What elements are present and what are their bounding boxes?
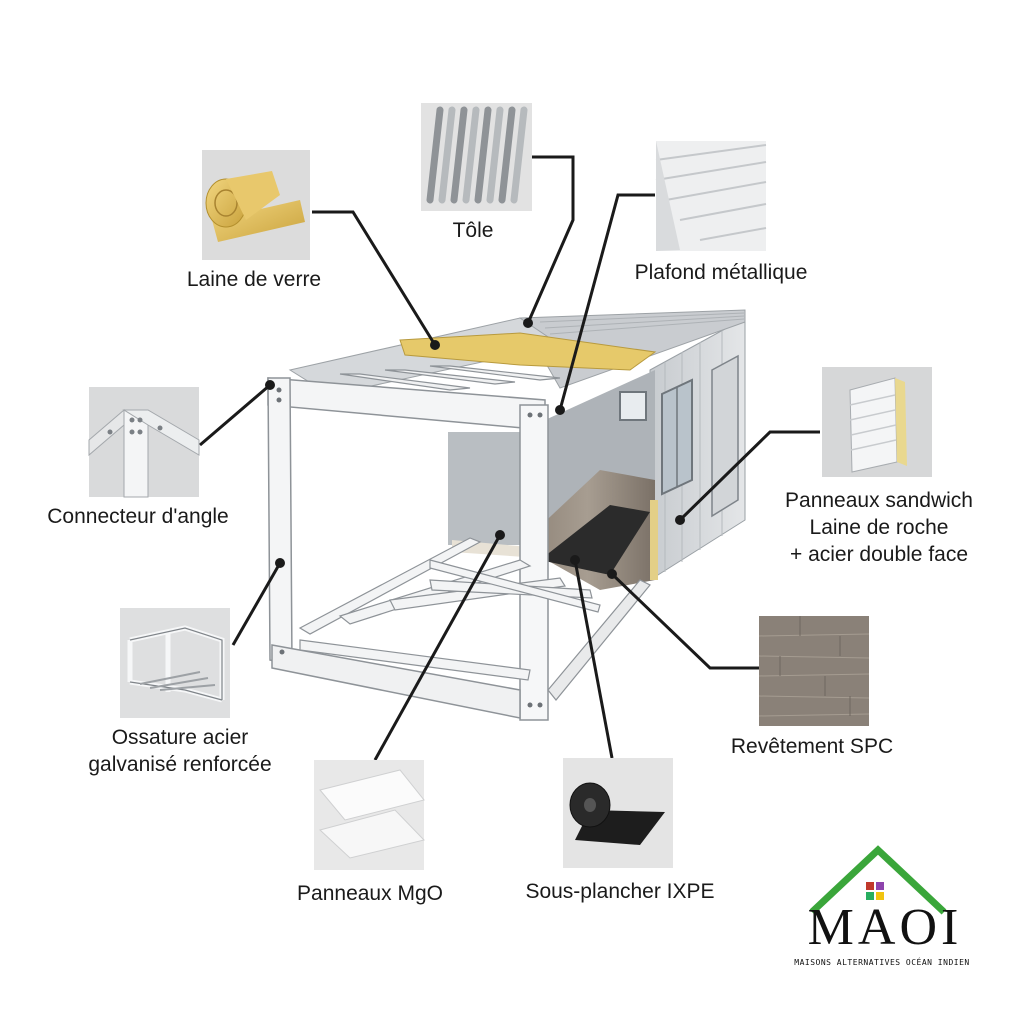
leader-connecteur <box>199 383 271 447</box>
logo-name: MAOI <box>807 899 963 956</box>
leader-ossature <box>231 562 282 646</box>
leader-ixpe <box>573 559 614 759</box>
label-ossature-2: galvanisé renforcée <box>88 753 272 776</box>
label-ixpe: Sous-plancher IXPE <box>525 880 715 903</box>
container-model <box>267 309 746 721</box>
corner-connector-image <box>88 387 200 498</box>
spc-flooring-image <box>758 616 870 726</box>
leader-dots <box>265 318 685 579</box>
leader-lines <box>199 155 820 761</box>
leader-laine-verre <box>312 210 437 346</box>
label-sandwich-1: Panneaux sandwich <box>785 489 973 512</box>
ixpe-roll-image <box>563 758 673 868</box>
mgo-board-image <box>314 760 425 870</box>
label-tole: Tôle <box>452 219 494 242</box>
label-ossature-1: Ossature acier <box>111 726 249 749</box>
corrugated-sheet-image <box>421 103 532 211</box>
leader-plafond <box>558 193 655 411</box>
leader-sandwich <box>678 430 820 522</box>
metal-ceiling-image <box>655 141 767 251</box>
leader-mgo <box>373 534 502 761</box>
leader-spc <box>610 572 760 670</box>
logo-tagline: MAISONS ALTERNATIVES OCÉAN INDIEN <box>794 958 970 967</box>
label-connecteur-angle: Connecteur d'angle <box>47 505 229 528</box>
sandwich-panel-image <box>822 367 932 477</box>
label-spc: Revêtement SPC <box>730 735 894 758</box>
maoi-logo <box>809 845 947 915</box>
leader-tole <box>526 155 575 324</box>
glass-wool-roll-image <box>202 150 310 260</box>
label-laine-verre: Laine de verre <box>186 268 322 291</box>
steel-frame-image <box>120 608 230 718</box>
label-plafond-metallique: Plafond métallique <box>634 261 808 284</box>
label-mgo: Panneaux MgO <box>297 882 443 905</box>
label-sandwich-2: Laine de roche <box>809 516 949 539</box>
logo-roof <box>809 845 947 915</box>
label-sandwich-3: + acier double face <box>789 543 969 566</box>
